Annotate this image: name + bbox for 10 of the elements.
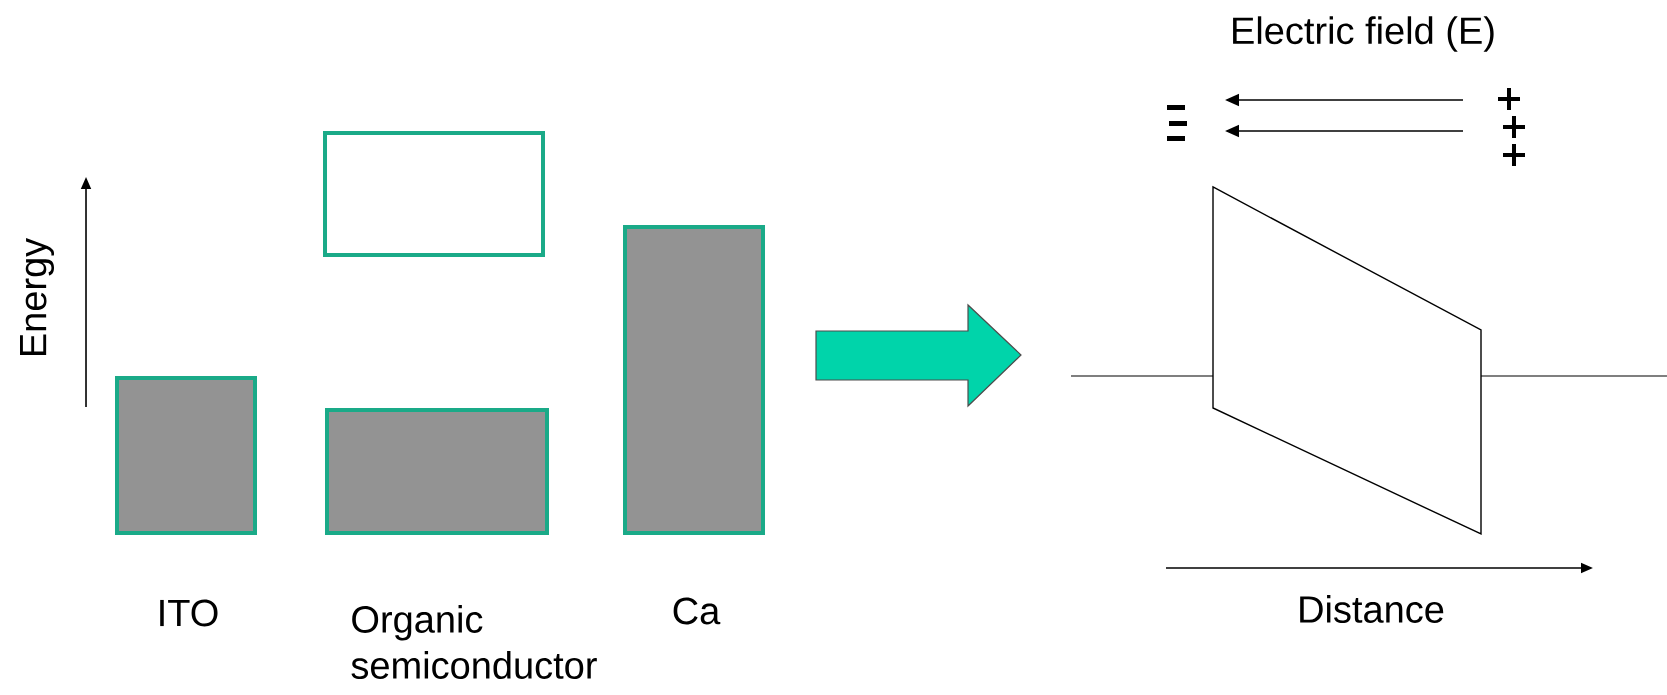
energy-band-box <box>325 408 549 535</box>
material-label: Organic semiconductor <box>351 605 597 679</box>
material-label: ITO <box>160 599 218 627</box>
energy-band-box <box>623 225 765 535</box>
material-label: Ca <box>673 597 721 625</box>
energy-band-box <box>115 376 257 535</box>
energy-band-box <box>323 131 545 257</box>
axis-label: Distance <box>1300 595 1444 623</box>
title: Electric field (E) <box>1233 16 1494 52</box>
axis-label: Energy <box>20 237 54 356</box>
